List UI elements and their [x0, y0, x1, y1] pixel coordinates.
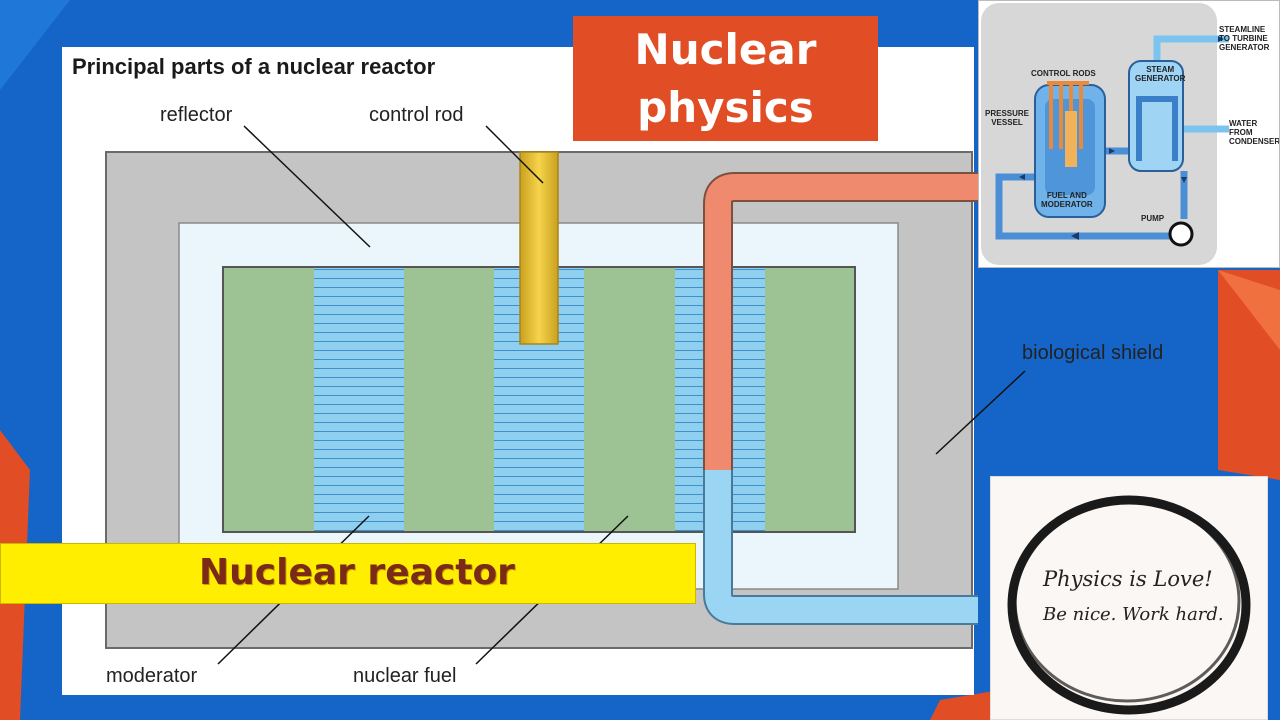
- label-moderator: moderator: [106, 665, 198, 687]
- banner-text: Nuclear reactor: [199, 552, 515, 593]
- fuel-column-1: [314, 268, 404, 531]
- control-rod: [519, 151, 559, 345]
- ink-circle-icon: [1007, 495, 1251, 715]
- schematic-pressure-vessel-label: PRESSURE VESSEL: [985, 109, 1030, 127]
- diagram-title: Principal parts of a nuclear reactor: [72, 54, 436, 79]
- schematic-control-rods-label: CONTROL RODS: [1031, 69, 1096, 78]
- schematic-pump-label: PUMP: [1141, 214, 1165, 223]
- logo-line-1: Physics is Love!: [1043, 567, 1213, 591]
- schematic-fuel-moderator-label: FUEL AND MODERATOR: [1041, 191, 1093, 209]
- schematic-graphic: [981, 3, 1229, 265]
- label-nuclear-fuel: nuclear fuel: [353, 665, 457, 687]
- label-biological-shield: biological shield: [1022, 342, 1164, 364]
- label-reflector: reflector: [160, 104, 233, 126]
- label-control-rod: control rod: [369, 104, 464, 126]
- schematic-steam-generator-label: STEAM GENERATOR: [1135, 65, 1186, 83]
- physics-is-love-logo: Physics is Love! Be nice. Work hard.: [990, 476, 1268, 720]
- title-line-2: physics: [637, 82, 814, 132]
- title-box: Nuclear physics: [573, 16, 878, 141]
- pwr-schematic: STEAMLINE TO TURBINE GENERATOR CONTROL R…: [978, 0, 1280, 268]
- schematic-steamline-label: STEAMLINE TO TURBINE GENERATOR: [1219, 25, 1270, 52]
- schematic-water-label: WATER FROM CONDENSER: [1229, 119, 1280, 146]
- banner: Nuclear reactor: [0, 543, 696, 604]
- title-line-1: Nuclear: [634, 24, 817, 74]
- logo-line-2: Be nice. Work hard.: [1043, 604, 1224, 625]
